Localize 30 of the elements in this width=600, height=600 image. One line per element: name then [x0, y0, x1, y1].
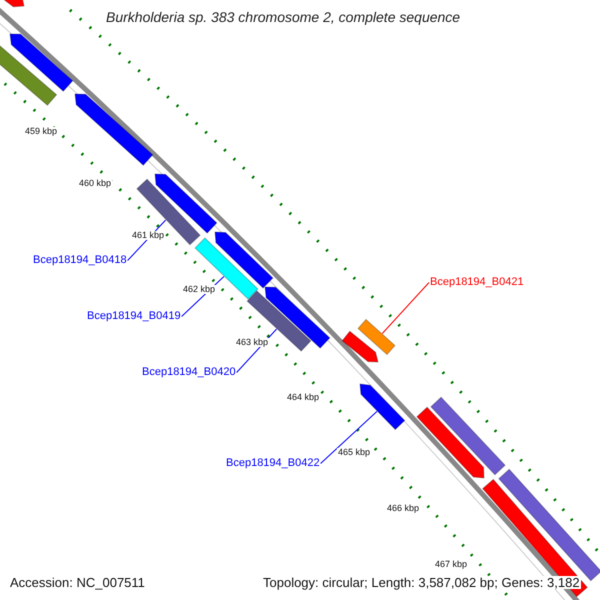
gene-label: Bcep18194_B0420: [142, 367, 236, 378]
tick-label: 459 kbp: [24, 127, 58, 136]
gene-feature: [359, 383, 406, 430]
leader-line: [320, 410, 378, 464]
gene-feature: [3, 0, 25, 8]
gene-feature: [430, 396, 506, 476]
tick-label: 460 kbp: [78, 179, 112, 188]
gene-feature: [9, 34, 74, 92]
leader-line: [382, 282, 430, 334]
tick-label: 466 kbp: [386, 504, 420, 513]
sequence-info-text: Topology: circular; Length: 3,587,082 bp; Genes: 3,182: [262, 576, 581, 589]
gene-feature: [0, 44, 58, 106]
gene-feature: [416, 406, 485, 479]
gene-label: Bcep18194_B0421: [430, 277, 524, 288]
gene-feature: [482, 478, 588, 598]
map-title: Burkholderia sp. 383 chromosome 2, complete sequence: [106, 10, 460, 24]
gene-label: Bcep18194_B0422: [226, 458, 320, 469]
gene-feature: [214, 231, 274, 289]
tick-label: 462 kbp: [182, 285, 216, 294]
gene-feature: [342, 330, 379, 363]
tick-label: 467 kbp: [434, 560, 468, 569]
gene-feature: [357, 318, 396, 356]
accession-text: Accession: NC_007511: [9, 576, 146, 589]
gene-feature: [74, 93, 154, 166]
tick-label: 463 kbp: [235, 338, 270, 347]
tick-label: 464 kbp: [286, 393, 320, 402]
gene-label: Bcep18194_B0419: [87, 311, 181, 322]
tick-label: 461 kbp: [131, 231, 166, 240]
gene-label: Bcep18194_B0418: [33, 255, 127, 266]
tick-label: 465 kbp: [337, 448, 372, 457]
